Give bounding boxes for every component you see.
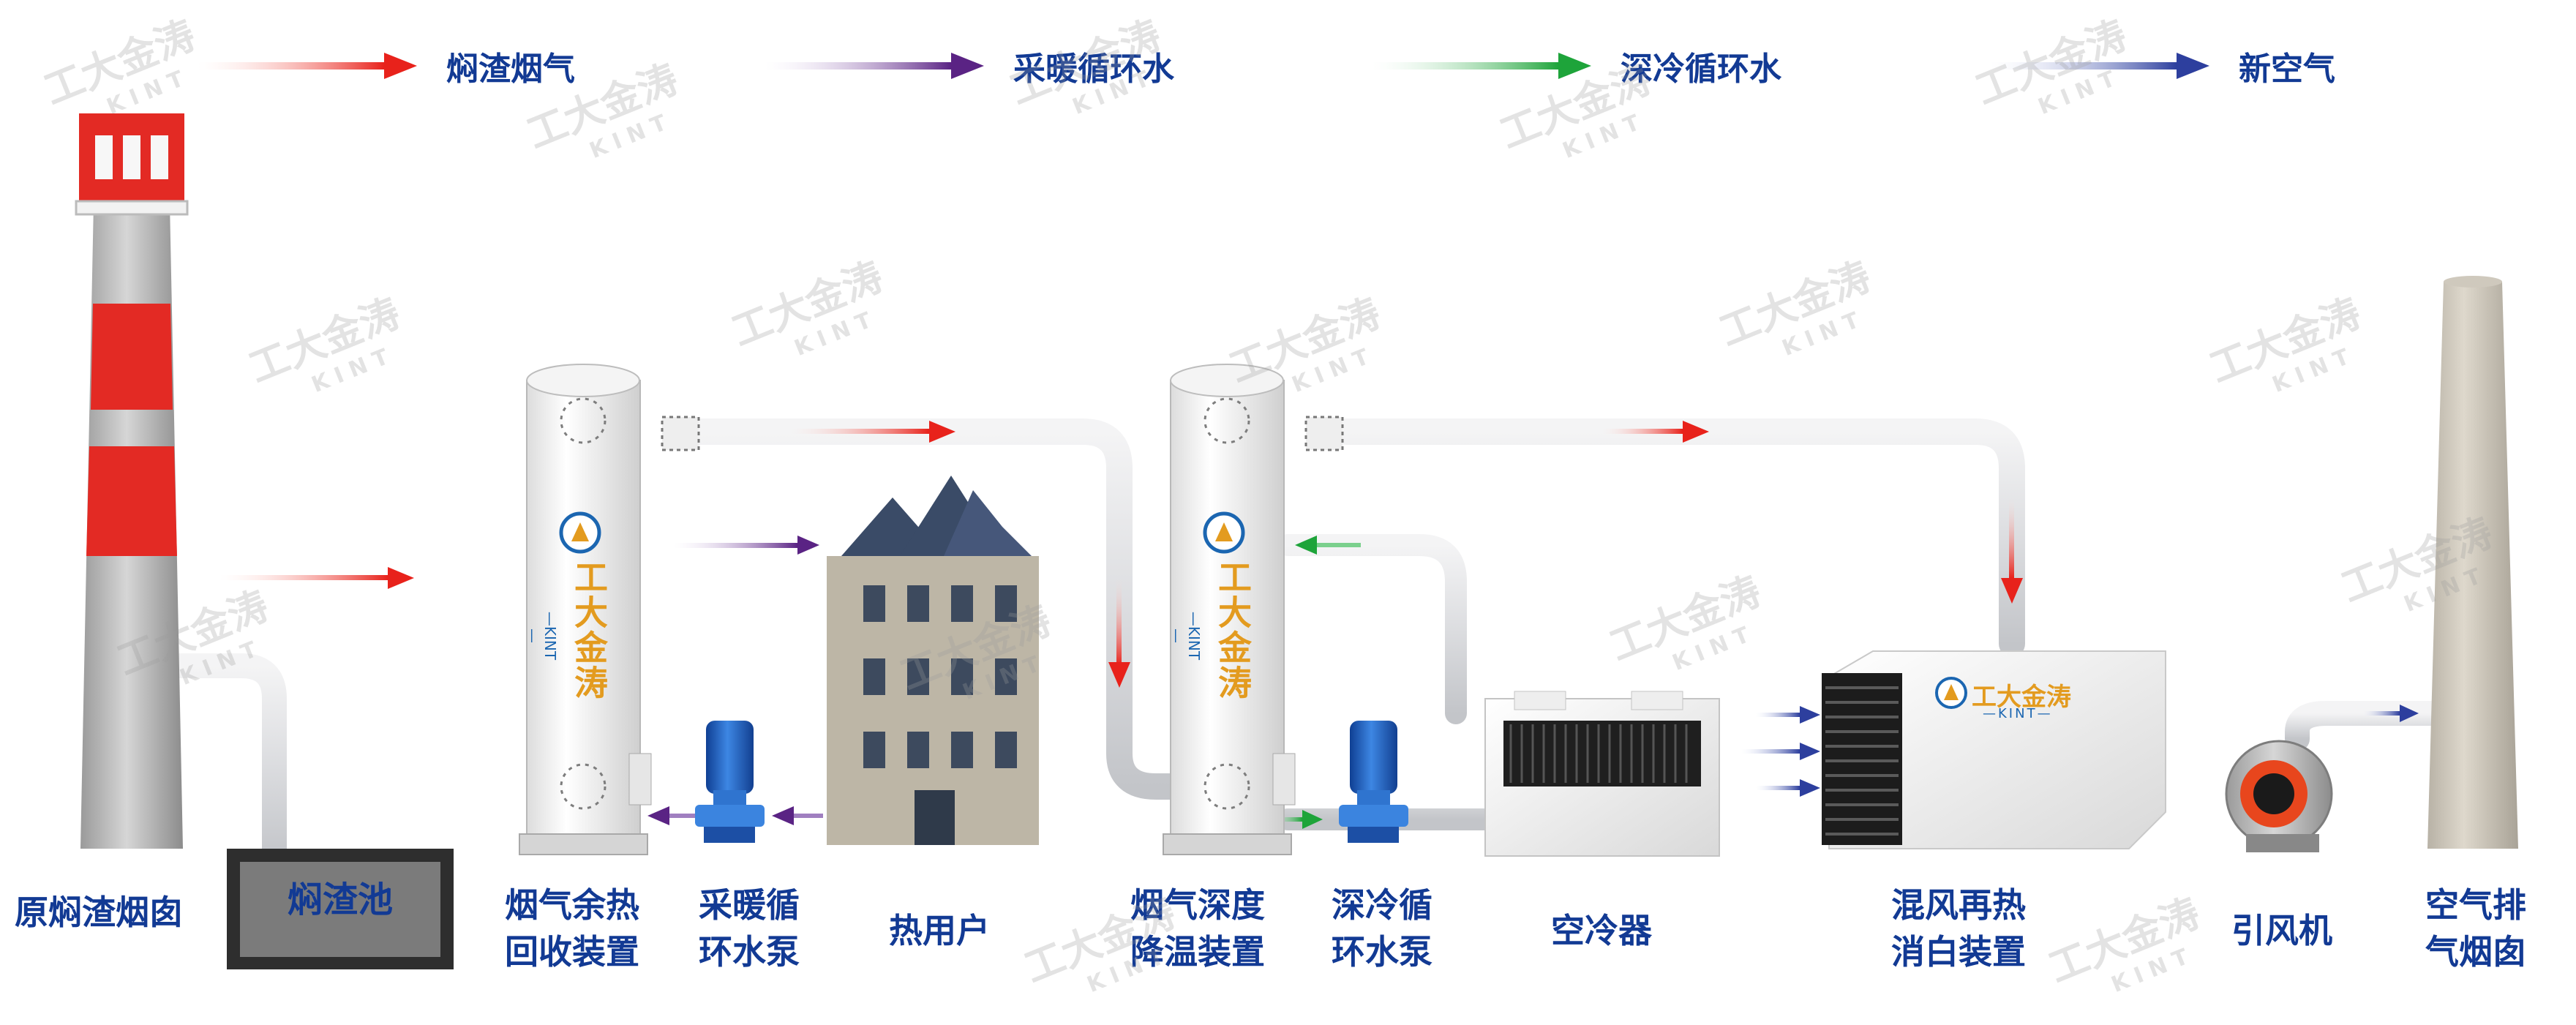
label-induced-fan: 引风机 xyxy=(2231,911,2332,950)
legend-label: 采暖循环水 xyxy=(1013,50,1174,88)
label-recovery-line-1: 烟气余热 xyxy=(505,885,639,925)
mixer-brand-cn: 工大金涛 xyxy=(1972,683,2071,712)
legend-flue-gas: 焖渣烟气 xyxy=(198,37,575,95)
legend-label: 焖渣烟气 xyxy=(446,50,575,88)
flue-arrow-4-head xyxy=(1683,421,1709,443)
heating-arrow-back-1 xyxy=(669,814,699,818)
label-air-cooler: 空冷器 xyxy=(1551,911,1652,950)
legend-arrow-purple xyxy=(765,53,984,79)
label-cooling-pump-line-1: 深冷循 xyxy=(1332,885,1432,925)
label-original-chimney: 原焖渣烟囱 xyxy=(15,893,183,932)
label-deep-cool-line-2: 降温装置 xyxy=(1130,932,1265,972)
legend-cooling-water: 深冷循环水 xyxy=(1372,37,1781,95)
heating-pump xyxy=(695,721,765,843)
cool-arrow-supply-1 xyxy=(1269,817,1302,822)
legend-label: 深冷循环水 xyxy=(1621,50,1781,88)
cool-arrow-return xyxy=(1317,543,1361,547)
label-exhaust-line-1: 空气排 xyxy=(2425,885,2526,925)
heat-user-house xyxy=(827,476,1039,845)
vessel-2-brand-en: —KINT— xyxy=(1168,611,1203,661)
heating-arrow-back-2-head xyxy=(772,806,794,825)
vessel-2-brand: 工大金涛 xyxy=(1209,560,1253,700)
flue-arrow-4 xyxy=(1602,429,1683,434)
air-arrow-3 xyxy=(1756,786,1800,790)
flue-arrow-1 xyxy=(219,575,388,580)
heating-arrow-back-2 xyxy=(794,814,823,818)
label-recovery-device: 烟气余热 回收装置 xyxy=(505,882,639,975)
label-mixing-reheat: 混风再热 消白装置 xyxy=(1891,882,2026,975)
air-cooler xyxy=(1484,691,1720,857)
vessel-2-brand-cn: 工大金涛 xyxy=(1213,560,1253,700)
air-arrow-exhaust-head xyxy=(2400,705,2419,722)
label-mixing-line-1: 混风再热 xyxy=(1891,885,2026,925)
air-arrow-2-head xyxy=(1800,743,1820,760)
legend-label: 新空气 xyxy=(2239,50,2335,88)
label-deep-cool-device: 烟气深度 降温装置 xyxy=(1130,882,1265,975)
induced-draft-fan xyxy=(2225,740,2333,852)
flue-arrow-2-head xyxy=(929,421,955,443)
air-arrow-1 xyxy=(1756,713,1800,717)
heating-arrow-out xyxy=(673,543,797,548)
label-exhaust-line-2: 气烟囱 xyxy=(2425,932,2526,972)
air-arrow-1-head xyxy=(1800,706,1820,724)
vessel-1-brand-en: —KINT— xyxy=(524,611,559,661)
original-chimney xyxy=(75,113,189,849)
cool-arrow-return-head xyxy=(1295,536,1317,555)
flue-arrow-5 xyxy=(2009,498,2014,578)
flue-arrow-3 xyxy=(1116,578,1122,666)
exhaust-stack xyxy=(2427,276,2518,849)
cool-arrow-supply-1-head xyxy=(1302,810,1323,829)
legend-arrow-green xyxy=(1372,53,1591,79)
label-heating-pump-line-2: 环水泵 xyxy=(699,932,800,972)
deep-cool-vessel xyxy=(1163,364,1344,855)
brand-logo-vessel-2 xyxy=(1203,511,1245,554)
recovery-vessel xyxy=(519,364,700,855)
cool-pipe-return xyxy=(1277,534,1467,724)
label-slag-pool: 焖渣池 xyxy=(287,879,393,920)
flue-arrow-1-head xyxy=(388,567,414,589)
mixer-brand-en: —KINT— xyxy=(1983,706,2053,721)
brand-logo-vessel-1 xyxy=(559,511,601,554)
flue-arrow-5-head xyxy=(2001,578,2023,604)
air-arrow-3-head xyxy=(1800,779,1820,797)
label-heat-user: 热用户 xyxy=(889,911,990,950)
vessel-1-brand: 工大金涛 xyxy=(565,560,609,700)
flue-pipe-deepcool-to-mixer xyxy=(1333,418,2025,657)
legend-fresh-air: 新空气 xyxy=(1990,37,2335,95)
label-mixing-line-2: 消白装置 xyxy=(1891,932,2026,972)
pipe-fan-to-exhaust xyxy=(2285,701,2463,751)
heating-arrow-out-head xyxy=(797,536,819,555)
brand-logo-mixer xyxy=(1935,677,1967,709)
cooling-pump xyxy=(1339,721,1408,843)
air-arrow-2 xyxy=(1741,749,1800,754)
legend-heating-water: 采暖循环水 xyxy=(765,37,1174,95)
label-deep-cool-line-1: 烟气深度 xyxy=(1130,885,1265,925)
flue-pipe-chimney-to-pool xyxy=(163,653,287,872)
label-heating-pump-line-1: 采暖循 xyxy=(699,885,800,925)
legend-arrow-blue xyxy=(1990,53,2209,79)
label-cooling-pump-line-2: 环水泵 xyxy=(1332,932,1432,972)
mixing-reheat-unit xyxy=(1822,650,2166,849)
heating-arrow-back-1-head xyxy=(647,806,669,825)
label-recovery-line-2: 回收装置 xyxy=(505,932,639,972)
label-cooling-pump: 深冷循 环水泵 xyxy=(1332,882,1432,975)
flue-arrow-3-head xyxy=(1108,662,1130,688)
slag-pool xyxy=(227,849,454,969)
vessel-1-brand-cn: 工大金涛 xyxy=(569,560,609,700)
legend-arrow-red xyxy=(198,53,417,79)
label-heating-pump: 采暖循 环水泵 xyxy=(699,882,800,975)
label-exhaust-stack: 空气排 气烟囱 xyxy=(2425,882,2526,975)
flue-arrow-2 xyxy=(790,429,929,434)
air-arrow-exhaust xyxy=(2363,711,2400,716)
